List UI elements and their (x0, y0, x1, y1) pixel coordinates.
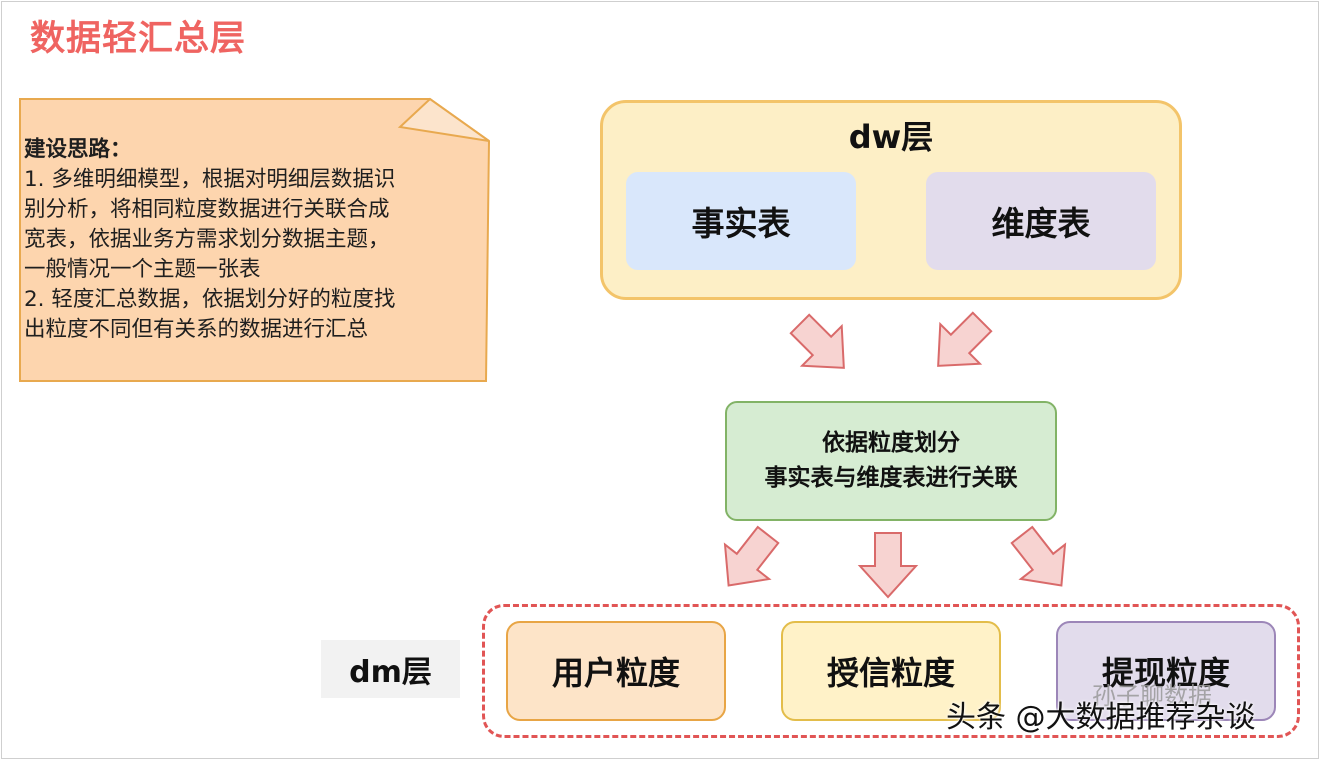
note-line: 宽表，依据业务方需求划分数据主题， (24, 227, 390, 252)
note-line: 一般情况一个主题一张表 (24, 257, 261, 282)
page-title: 数据轻汇总层 (30, 19, 247, 59)
fact-table-box: 事实表 (626, 172, 856, 270)
dm-layer-label: dm层 (321, 640, 460, 698)
join-process-line2: 事实表与维度表进行关联 (764, 465, 1018, 491)
user-granularity-box: 用户粒度 (506, 621, 726, 721)
dimension-table-box: 维度表 (926, 172, 1156, 270)
note-line: 别分析，将相同粒度数据进行关联合成 (24, 197, 390, 222)
credit-granularity-box: 授信粒度 (781, 621, 1001, 721)
arrow-dw-left (789, 313, 845, 369)
arrow-to-withdraw (1010, 525, 1067, 587)
arrow-dw-right (937, 311, 993, 367)
dm-layer-dashed-area (482, 604, 1300, 738)
note-fold (397, 97, 490, 142)
dw-layer-label: dw层 (848, 118, 934, 156)
note-shape (19, 98, 491, 382)
arrow-to-user (723, 525, 780, 587)
join-process-line1: 依据粒度划分 (822, 430, 960, 456)
join-process-box: 依据粒度划分 事实表与维度表进行关联 (725, 401, 1057, 521)
note-line: 1. 多维明细模型，根据对明细层数据识 (24, 167, 396, 192)
watermark-secondary: 孙子聊数据 (1092, 682, 1212, 710)
watermark: 头条 @大数据推荐杂谈 (946, 700, 1256, 735)
note-text: 建设思路： 1. 多维明细模型，根据对明细层数据识 别分析，将相同粒度数据进行关… (24, 135, 484, 345)
note-line: 2. 轻度汇总数据，依据划分好的粒度找 (24, 287, 396, 312)
note-heading: 建设思路： (24, 137, 132, 162)
withdraw-granularity-box: 提现粒度 (1056, 621, 1276, 721)
arrow-to-credit (857, 532, 919, 599)
note-line: 出粒度不同但有关系的数据进行汇总 (24, 317, 369, 342)
